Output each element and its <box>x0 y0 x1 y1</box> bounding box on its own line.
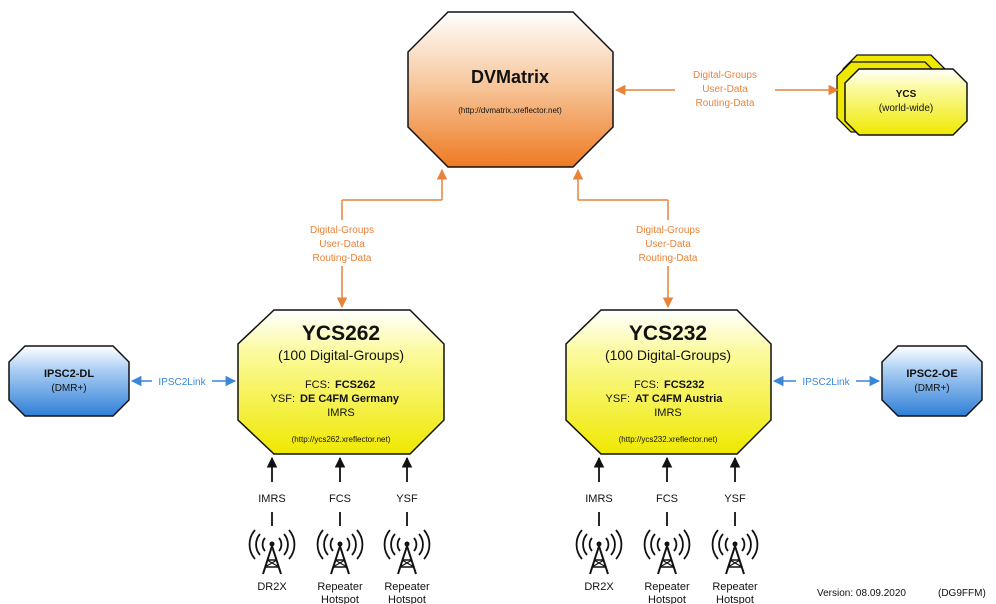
ycs232-fcs-label: FCS: <box>634 379 659 391</box>
radio-tower-icon <box>316 529 364 575</box>
dvmatrix-title: DVMatrix <box>471 67 549 87</box>
ipsc2-oe-shape <box>881 345 983 417</box>
ycs262-imrs: IMRS <box>327 407 355 419</box>
feed-repeater-label: Repeater <box>644 581 690 593</box>
ipsc2-dl-subtitle: (DMR+) <box>51 383 86 394</box>
link-label-line3: Routing-Data <box>313 253 372 264</box>
ipsc2-oe-title: IPSC2-OE <box>906 368 957 380</box>
feed-hotspot-label: Hotspot <box>388 594 426 604</box>
radio-tower-icon <box>383 529 431 575</box>
ipsc2-oe-link-label: IPSC2Link <box>802 377 850 388</box>
feed-ysf-label: YSF <box>396 493 418 505</box>
radio-tower-icon <box>711 529 759 575</box>
ycs262-node: YCS262 (100 Digital-Groups) FCS: FCS262 … <box>237 309 445 455</box>
ipsc2-dl-shape <box>8 345 130 417</box>
version-text: Version: 08.09.2020 <box>817 588 906 599</box>
feed-imrs-label: IMRS <box>585 493 613 505</box>
ycs262-feeds: IMRS FCS YSF DR2X Repeater Hotspot Repea… <box>248 456 431 604</box>
link-label-line3: Routing-Data <box>696 98 755 109</box>
dvmatrix-url: (http://dvmatrix.xreflector.net) <box>458 106 562 115</box>
ycs-world-subtitle: (world-wide) <box>879 103 933 114</box>
feed-repeater-label: Repeater <box>384 581 430 593</box>
ycs262-title: YCS262 <box>302 322 380 345</box>
feed-dr2x-label: DR2X <box>584 581 614 593</box>
feed-dr2x-label: DR2X <box>257 581 287 593</box>
link-label-line2: User-Data <box>645 239 691 250</box>
ycs232-shape <box>565 309 772 455</box>
link-ycs262-dvmatrix: Digital-Groups User-Data Routing-Data <box>292 168 448 309</box>
link-label-line3: Routing-Data <box>639 253 698 264</box>
ycs232-fcs-value: FCS232 <box>664 379 704 391</box>
ycs262-ysf-value: DE C4FM Germany <box>300 393 400 405</box>
dvmatrix-shape <box>407 11 614 168</box>
feed-repeater-label: Repeater <box>317 581 363 593</box>
link-label-line1: Digital-Groups <box>693 70 757 81</box>
link-ycs232-dvmatrix: Digital-Groups User-Data Routing-Data <box>572 168 718 309</box>
ycs232-url: (http://ycs232.xreflector.net) <box>619 435 718 444</box>
link-label-line2: User-Data <box>319 239 365 250</box>
ycs262-subtitle: (100 Digital-Groups) <box>278 347 404 363</box>
ipsc2-dl-link-label: IPSC2Link <box>158 377 206 388</box>
ycs232-subtitle: (100 Digital-Groups) <box>605 347 731 363</box>
ycs232-title: YCS232 <box>629 322 707 345</box>
feed-repeater-label: Repeater <box>712 581 758 593</box>
ycs-world-title: YCS <box>896 89 917 100</box>
author-text: (DG9FFM) <box>938 588 986 599</box>
link-ipsc2-oe: IPSC2Link <box>772 373 881 388</box>
ycs262-url: (http://ycs262.xreflector.net) <box>292 435 391 444</box>
ipsc2-oe-node: IPSC2-OE (DMR+) <box>881 345 983 417</box>
link-ipsc2-dl: IPSC2Link <box>130 373 237 388</box>
feed-fcs-label: FCS <box>329 493 351 505</box>
link-label-line1: Digital-Groups <box>310 225 374 236</box>
ycs232-imrs: IMRS <box>654 407 682 419</box>
feed-hotspot-label: Hotspot <box>716 594 754 604</box>
ycs262-shape <box>237 309 445 455</box>
ycs232-feeds: IMRS FCS YSF DR2X Repeater Hotspot Repea… <box>575 456 759 604</box>
ycs232-node: YCS232 (100 Digital-Groups) FCS: FCS232 … <box>565 309 772 455</box>
feed-fcs-label: FCS <box>656 493 678 505</box>
radio-tower-icon <box>643 529 691 575</box>
feed-hotspot-label: Hotspot <box>321 594 359 604</box>
ycs-world-shape <box>844 68 968 136</box>
ycs262-ysf-label: YSF: <box>271 393 295 405</box>
ycs232-ysf-value: AT C4FM Austria <box>635 393 723 405</box>
ycs262-fcs-label: FCS: <box>305 379 330 391</box>
radio-tower-icon <box>575 529 623 575</box>
link-dvmatrix-ycs-world: Digital-Groups User-Data Routing-Data <box>614 65 840 111</box>
ipsc2-dl-title: IPSC2-DL <box>44 368 94 380</box>
link-label-line1: Digital-Groups <box>636 225 700 236</box>
footer: Version: 08.09.2020 (DG9FFM) <box>817 588 986 599</box>
ycs232-ysf-label: YSF: <box>606 393 630 405</box>
feed-ysf-label: YSF <box>724 493 746 505</box>
feed-imrs-label: IMRS <box>258 493 286 505</box>
ycs262-fcs-value: FCS262 <box>335 379 375 391</box>
ipsc2-oe-subtitle: (DMR+) <box>914 383 949 394</box>
link-label-line2: User-Data <box>702 84 748 95</box>
ycs-world-node: YCS (world-wide) <box>836 54 968 136</box>
ipsc2-dl-node: IPSC2-DL (DMR+) <box>8 345 130 417</box>
dvmatrix-node: DVMatrix (http://dvmatrix.xreflector.net… <box>407 11 614 168</box>
feed-hotspot-label: Hotspot <box>648 594 686 604</box>
radio-tower-icon <box>248 529 296 575</box>
